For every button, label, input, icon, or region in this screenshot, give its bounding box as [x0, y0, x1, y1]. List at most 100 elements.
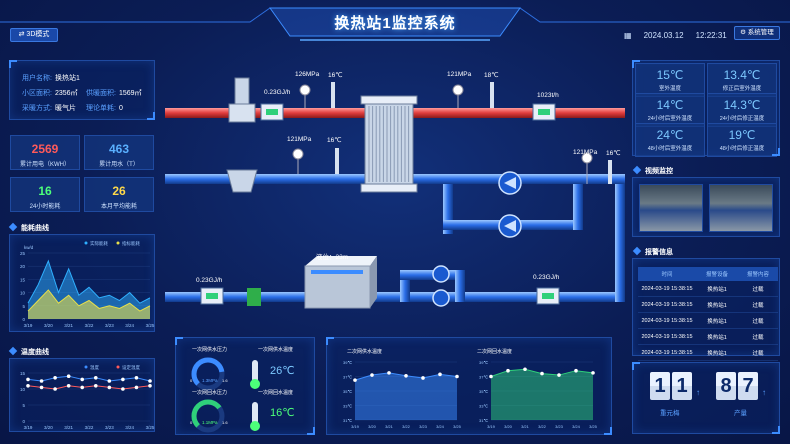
data-point: [489, 374, 493, 379]
pump-2[interactable]: [498, 214, 522, 238]
up-arrow-icon: ↑: [696, 388, 700, 397]
data-point: [404, 373, 408, 378]
data-point: [80, 377, 85, 382]
x-tick-label: 3/25: [453, 424, 462, 429]
y-tick-label: 15: [20, 277, 26, 282]
flow-meter-return[interactable]: [532, 103, 556, 121]
data-point: [387, 371, 391, 375]
x-tick-label: 3/24: [572, 424, 581, 429]
data-point: [438, 372, 442, 377]
camera-feed-1[interactable]: [639, 184, 703, 232]
counter-label-1: 重元梅: [660, 410, 680, 417]
pump-4[interactable]: [432, 289, 450, 307]
diamond-icon: [8, 346, 18, 356]
unit-label: kw/d: [24, 245, 34, 250]
g1-value: 1.3MPa: [202, 378, 218, 383]
green-valve[interactable]: [247, 288, 261, 306]
x-tick-label: 3/19: [351, 424, 360, 429]
data-point: [93, 376, 98, 380]
pressure-label-4: 121MPa: [573, 149, 598, 156]
x-tick-label: 3/19: [24, 425, 33, 430]
gauges-svg: [191, 357, 260, 433]
pressure-gauge-1[interactable]: [299, 84, 311, 108]
flow-meter-right[interactable]: [536, 287, 560, 305]
x-tick-label: 3/25: [146, 323, 155, 328]
filter[interactable]: [226, 169, 258, 193]
header-frame: [0, 7, 790, 41]
data-point: [53, 387, 57, 391]
water-tank[interactable]: [304, 256, 377, 309]
data-point: [591, 371, 595, 375]
thermometer-2[interactable]: [490, 82, 494, 108]
stat-value: 2569: [31, 142, 59, 156]
camera-feed-2[interactable]: [709, 184, 773, 232]
temp-label-2: 18℃: [484, 72, 499, 79]
thermometer-1[interactable]: [331, 82, 335, 108]
weather-value: 24℃: [656, 128, 684, 142]
user-row: 用户名称:换热站1: [22, 75, 80, 82]
flow-meter-hot[interactable]: [260, 103, 284, 121]
system-management-button[interactable]: ⚙ 系统管理: [734, 26, 780, 40]
alarm-title: 报警信息: [632, 246, 673, 257]
g1-min: 0: [190, 378, 193, 383]
g1-title: 一次网供水压力: [192, 347, 228, 353]
energy-chart-title: 能耗曲线: [8, 222, 49, 233]
low-pipe-left: [165, 292, 305, 302]
diamond-icon: [632, 165, 642, 175]
thermometer-4[interactable]: [608, 160, 612, 184]
branch-pipe: [443, 184, 453, 234]
control-valve[interactable]: [228, 77, 256, 123]
area-row: 小区面积:2356㎡: [22, 90, 78, 97]
pump-3[interactable]: [432, 265, 450, 283]
data-point: [93, 384, 98, 388]
heat-flow-label: 1023t/h: [537, 92, 559, 99]
pressure-gauge-3[interactable]: [292, 148, 304, 174]
counter-digit: 7: [738, 372, 758, 400]
g1-max: 1.6: [222, 378, 228, 383]
diamond-icon: [632, 246, 642, 256]
alarm-table-header: 时间报警设备报警内容: [638, 267, 778, 281]
x-tick-label: 3/21: [64, 425, 73, 430]
t1-title: 一次网供水温度: [258, 347, 294, 353]
y-tick-label: 31℃: [343, 418, 352, 423]
thermometer-3[interactable]: [335, 148, 339, 174]
pressure-gauge-4[interactable]: [581, 152, 593, 184]
flow-meter-low[interactable]: [200, 287, 224, 305]
legend-marker: [84, 365, 88, 369]
x-tick-label: 3/19: [487, 424, 496, 429]
series-area: [28, 289, 150, 319]
data-point: [134, 385, 139, 390]
x-tick-label: 3/22: [538, 424, 547, 429]
series-line: [27, 385, 151, 390]
3d-mode-button[interactable]: ⇄ 3D模式: [10, 28, 58, 42]
x-tick-label: 3/24: [436, 424, 445, 429]
weather-value: 14℃: [656, 98, 684, 112]
data-point: [26, 377, 30, 382]
stat-label: 24小时能耗: [29, 204, 61, 210]
data-point: [540, 371, 544, 376]
data-point: [39, 379, 44, 383]
x-tick-label: 3/23: [555, 424, 564, 429]
pump-1[interactable]: [498, 171, 522, 195]
x-tick-label: 3/21: [64, 323, 73, 328]
data-point: [66, 384, 71, 388]
counter-digit: 1: [672, 372, 692, 400]
data-point: [370, 373, 374, 377]
low-riser: [400, 270, 410, 302]
pressure-gauge-2[interactable]: [452, 84, 464, 108]
x-tick-label: 3/20: [368, 424, 377, 429]
